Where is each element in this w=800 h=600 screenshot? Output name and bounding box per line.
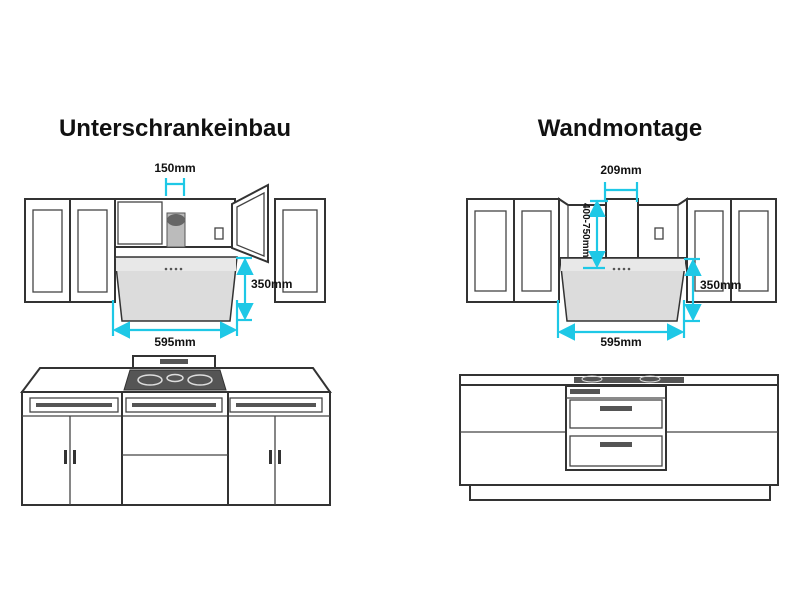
left-height-label: 350mm xyxy=(251,277,292,291)
right-title: Wandmontage xyxy=(538,115,702,142)
left-duct-width-label: 150mm xyxy=(154,161,195,175)
right-height-label: 350mm xyxy=(700,278,741,292)
exhaust-duct xyxy=(166,212,186,248)
right-width-label: 595mm xyxy=(600,335,641,349)
chimney xyxy=(605,198,639,259)
cooktop xyxy=(574,375,684,383)
right-mount-height-label: 400-750mm xyxy=(580,203,591,258)
left-base-cabinet xyxy=(20,355,332,506)
left-range-hood xyxy=(114,256,238,322)
right-dimensions: 209mm 400-750mm 350mm 595mm xyxy=(556,163,741,349)
under-cabinet-installation: Unterschrankeinbau xyxy=(20,115,332,506)
cooktop xyxy=(123,369,227,391)
power-socket-icon xyxy=(654,227,664,240)
right-chimney-width-label: 209mm xyxy=(600,163,641,177)
right-range-hood xyxy=(559,257,687,322)
left-dimensions: 150mm 350mm 595mm xyxy=(111,161,292,349)
built-in-oven xyxy=(565,385,667,471)
wall-mount-installation: Wandmontage 209mm xyxy=(459,115,779,501)
power-socket-icon xyxy=(214,227,224,240)
right-base-island xyxy=(459,374,779,501)
left-title: Unterschrankeinbau xyxy=(59,115,291,142)
left-wall-cabinets xyxy=(24,183,326,303)
left-width-label: 595mm xyxy=(154,335,195,349)
